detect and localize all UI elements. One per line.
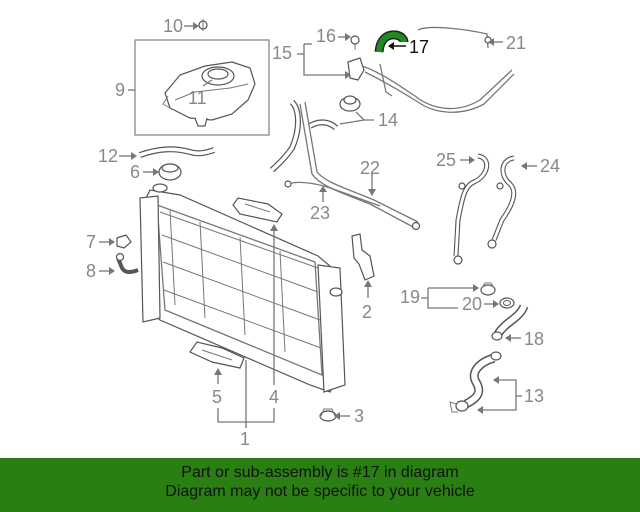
callout-11[interactable]: 11: [188, 88, 207, 108]
part-13-lower-hose: [449, 351, 502, 413]
part-3-insulator: [319, 408, 337, 422]
part-15-thermostat-housing: [344, 57, 365, 81]
part-25-hose: [453, 153, 490, 265]
part-5-lower-bracket: [189, 341, 245, 369]
callout-5[interactable]: 5: [212, 387, 222, 407]
callout-3[interactable]: 3: [354, 406, 364, 426]
callout-24[interactable]: 24: [540, 156, 560, 176]
callout-21[interactable]: 21: [506, 33, 526, 53]
part-1-radiator: [139, 183, 346, 393]
callout-6[interactable]: 6: [130, 162, 140, 182]
reservoir-box-frame: [134, 39, 270, 136]
callout-15[interactable]: 15: [272, 43, 292, 63]
part-14-thermostat: [339, 95, 361, 112]
callout-18[interactable]: 18: [524, 329, 544, 349]
callout-2[interactable]: 2: [362, 302, 372, 322]
callout-20[interactable]: 20: [462, 294, 482, 314]
part-17-highlighted-hose[interactable]: [374, 30, 409, 53]
part-24-hose: [487, 155, 517, 249]
part-10-cap-clip: [184, 19, 208, 31]
part-2-lower-mount: [351, 233, 375, 281]
part-19-seal: [480, 282, 496, 296]
callout-25[interactable]: 25: [436, 150, 456, 170]
part-16-bleed-screw: [350, 35, 360, 50]
part-6-radiator-cap: [158, 163, 182, 181]
callout-12[interactable]: 12: [98, 146, 118, 166]
callout-16[interactable]: 16: [316, 26, 336, 46]
part-8-hose: [116, 257, 139, 275]
part-18-outlet: [491, 304, 529, 341]
callout-17[interactable]: 17: [409, 37, 429, 57]
info-banner: Part or sub-assembly is #17 in diagram D…: [0, 458, 640, 512]
callout-7[interactable]: 7: [86, 232, 96, 252]
callout-13[interactable]: 13: [524, 386, 544, 406]
callout-9[interactable]: 9: [115, 80, 125, 100]
part-20-o-ring: [499, 297, 515, 309]
callout-8[interactable]: 8: [86, 261, 96, 281]
banner-line-2: Diagram may not be specific to your vehi…: [165, 483, 475, 500]
part-11-coolant-reservoir: [162, 61, 256, 127]
part-7-drain-valve: [116, 234, 132, 249]
callout-4[interactable]: 4: [269, 387, 279, 407]
parts-diagram: 10 9 11 12 6: [86, 16, 560, 449]
callout-1[interactable]: 1: [240, 429, 250, 449]
callout-23[interactable]: 23: [310, 203, 330, 223]
part-4-upper-bracket: [232, 197, 283, 223]
part-upper-hose: [269, 99, 339, 173]
callout-19[interactable]: 19: [400, 287, 420, 307]
callout-14[interactable]: 14: [378, 110, 398, 130]
callout-10[interactable]: 10: [163, 16, 183, 36]
callout-22[interactable]: 22: [360, 158, 380, 178]
banner-line-1: Part or sub-assembly is #17 in diagram: [181, 464, 459, 481]
part-23-pipe: [284, 180, 381, 207]
